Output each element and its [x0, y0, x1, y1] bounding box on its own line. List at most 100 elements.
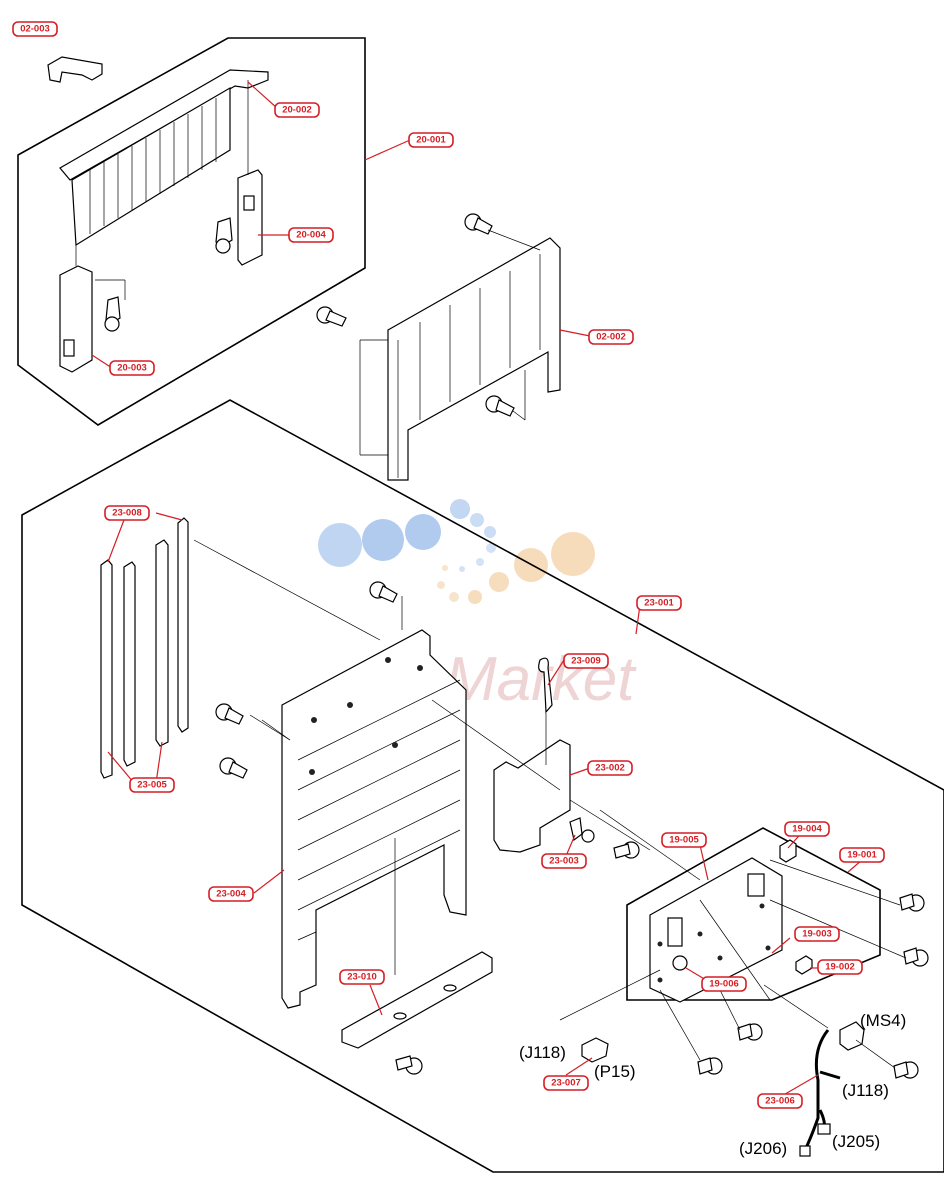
- callout-23-004: 23-004: [208, 886, 254, 902]
- callout-23-008: 23-008: [104, 505, 150, 521]
- callout-leaders: [91, 81, 863, 1098]
- svg-text:19-006: 19-006: [709, 979, 739, 990]
- callout-23-002: 23-002: [587, 760, 633, 776]
- screw-icon: [316, 306, 347, 327]
- callout-19-005: 19-005: [661, 832, 707, 848]
- svg-text:20-002: 20-002: [282, 105, 312, 116]
- callout-19-004: 19-004: [784, 821, 830, 837]
- callout-20-002: 20-002: [274, 102, 320, 118]
- callout-19-006: 19-006: [701, 976, 747, 992]
- screw-icon: [903, 947, 929, 967]
- watermark-dot: [318, 523, 362, 567]
- watermark-dot: [468, 590, 482, 604]
- callout-02-003: 02-003: [12, 21, 58, 37]
- watermark-dot: [449, 592, 459, 602]
- assembly-leaders: [75, 80, 907, 1069]
- part-23-008-rail: [100, 517, 189, 779]
- svg-text:19-004: 19-004: [792, 824, 822, 835]
- screw-icon: [893, 1061, 919, 1079]
- svg-text:23-006: 23-006: [765, 1096, 795, 1107]
- callout-20-003: 20-003: [109, 360, 155, 376]
- svg-text:23-010: 23-010: [347, 972, 377, 983]
- callout-20-001: 20-001: [408, 132, 454, 148]
- part-23-009-clip: [538, 657, 553, 714]
- connector-label-p15: (P15): [594, 1062, 636, 1081]
- svg-text:02-002: 02-002: [596, 332, 626, 343]
- svg-text:20-001: 20-001: [416, 135, 446, 146]
- svg-text:23-003: 23-003: [549, 856, 579, 867]
- watermark-dot: [551, 532, 595, 576]
- screw-icon: [697, 1057, 723, 1075]
- part-19-006-clip: [672, 955, 688, 971]
- part-23-002-bracket: [493, 739, 571, 853]
- screw-icon: [464, 213, 493, 235]
- svg-text:23-004: 23-004: [216, 889, 246, 900]
- svg-text:23-007: 23-007: [551, 1078, 581, 1089]
- watermark-dot: [484, 526, 496, 538]
- screw-icon: [613, 841, 640, 859]
- watermark-dot: [437, 581, 445, 589]
- connector-label-j118: (J118): [519, 1043, 566, 1062]
- svg-text:23-009: 23-009: [571, 656, 601, 667]
- watermark-dot: [476, 558, 484, 566]
- svg-text:20-004: 20-004: [296, 230, 326, 241]
- svg-text:20-003: 20-003: [117, 363, 147, 374]
- assembly-outline-23-001: [21, 399, 944, 1173]
- svg-text:23-001: 23-001: [644, 598, 674, 609]
- callout-23-007: 23-007: [543, 1075, 589, 1091]
- watermark-dot: [489, 572, 509, 592]
- screw-icon: [215, 703, 244, 725]
- callout-19-002: 19-002: [817, 959, 863, 975]
- svg-text:23-008: 23-008: [112, 508, 142, 519]
- watermark-dot: [405, 514, 441, 550]
- screw-icon: [899, 893, 925, 912]
- screw-icon: [104, 296, 121, 332]
- svg-text:02-003: 02-003: [20, 24, 50, 35]
- callout-19-001: 19-001: [839, 847, 885, 863]
- watermark-dot: [362, 519, 404, 561]
- callout-23-006: 23-006: [757, 1093, 803, 1109]
- connector-label-j206: (J206): [739, 1139, 787, 1158]
- screw-icon: [485, 395, 515, 417]
- connector-label-j205: (J205): [832, 1132, 880, 1151]
- part-02-003-cap: [47, 56, 103, 83]
- svg-text:23-002: 23-002: [595, 763, 625, 774]
- watermark-dot: [486, 543, 496, 553]
- callout-02-002: 02-002: [588, 329, 634, 345]
- part-20-003-guide: [59, 265, 93, 373]
- part-23-007-sensor: [581, 1037, 609, 1063]
- screw-icon: [395, 1055, 423, 1075]
- callout-20-004: 20-004: [288, 227, 334, 243]
- callout-19-003: 19-003: [794, 926, 840, 942]
- part-20-002-bracket: [59, 69, 269, 247]
- assembly-outline-20-001: [17, 37, 366, 426]
- watermark-dot: [450, 499, 470, 519]
- watermark-dot: [470, 513, 484, 527]
- callout-23-010: 23-010: [339, 969, 385, 985]
- assembly-outline-19-001: [626, 827, 881, 1001]
- part-19-004-block: [779, 839, 797, 863]
- svg-text:19-003: 19-003: [802, 929, 832, 940]
- connector-label-ms4: (MS4): [860, 1011, 906, 1030]
- svg-text:19-001: 19-001: [847, 850, 877, 861]
- connector-label-j118: (J118): [842, 1081, 889, 1100]
- screw-icon: [219, 757, 248, 779]
- watermark-dot: [459, 566, 465, 572]
- screw-icon: [215, 217, 233, 254]
- part-20-004-guide: [237, 169, 263, 266]
- callout-23-003: 23-003: [541, 853, 587, 869]
- watermark-dot: [442, 565, 448, 571]
- screw-icon: [737, 1023, 763, 1041]
- callout-23-005: 23-005: [129, 777, 175, 793]
- svg-text:23-005: 23-005: [137, 780, 167, 791]
- part-23-006-harness: [799, 1021, 865, 1157]
- part-23-010-stay: [341, 951, 493, 1049]
- watermark-text: Market: [445, 645, 637, 714]
- part-19-002-block: [795, 955, 813, 975]
- callout-23-001: 23-001: [636, 595, 682, 611]
- screw-icon: [369, 581, 398, 603]
- part-23-004-frame: [281, 629, 467, 1009]
- svg-text:19-002: 19-002: [825, 962, 855, 973]
- callout-23-009: 23-009: [563, 653, 609, 669]
